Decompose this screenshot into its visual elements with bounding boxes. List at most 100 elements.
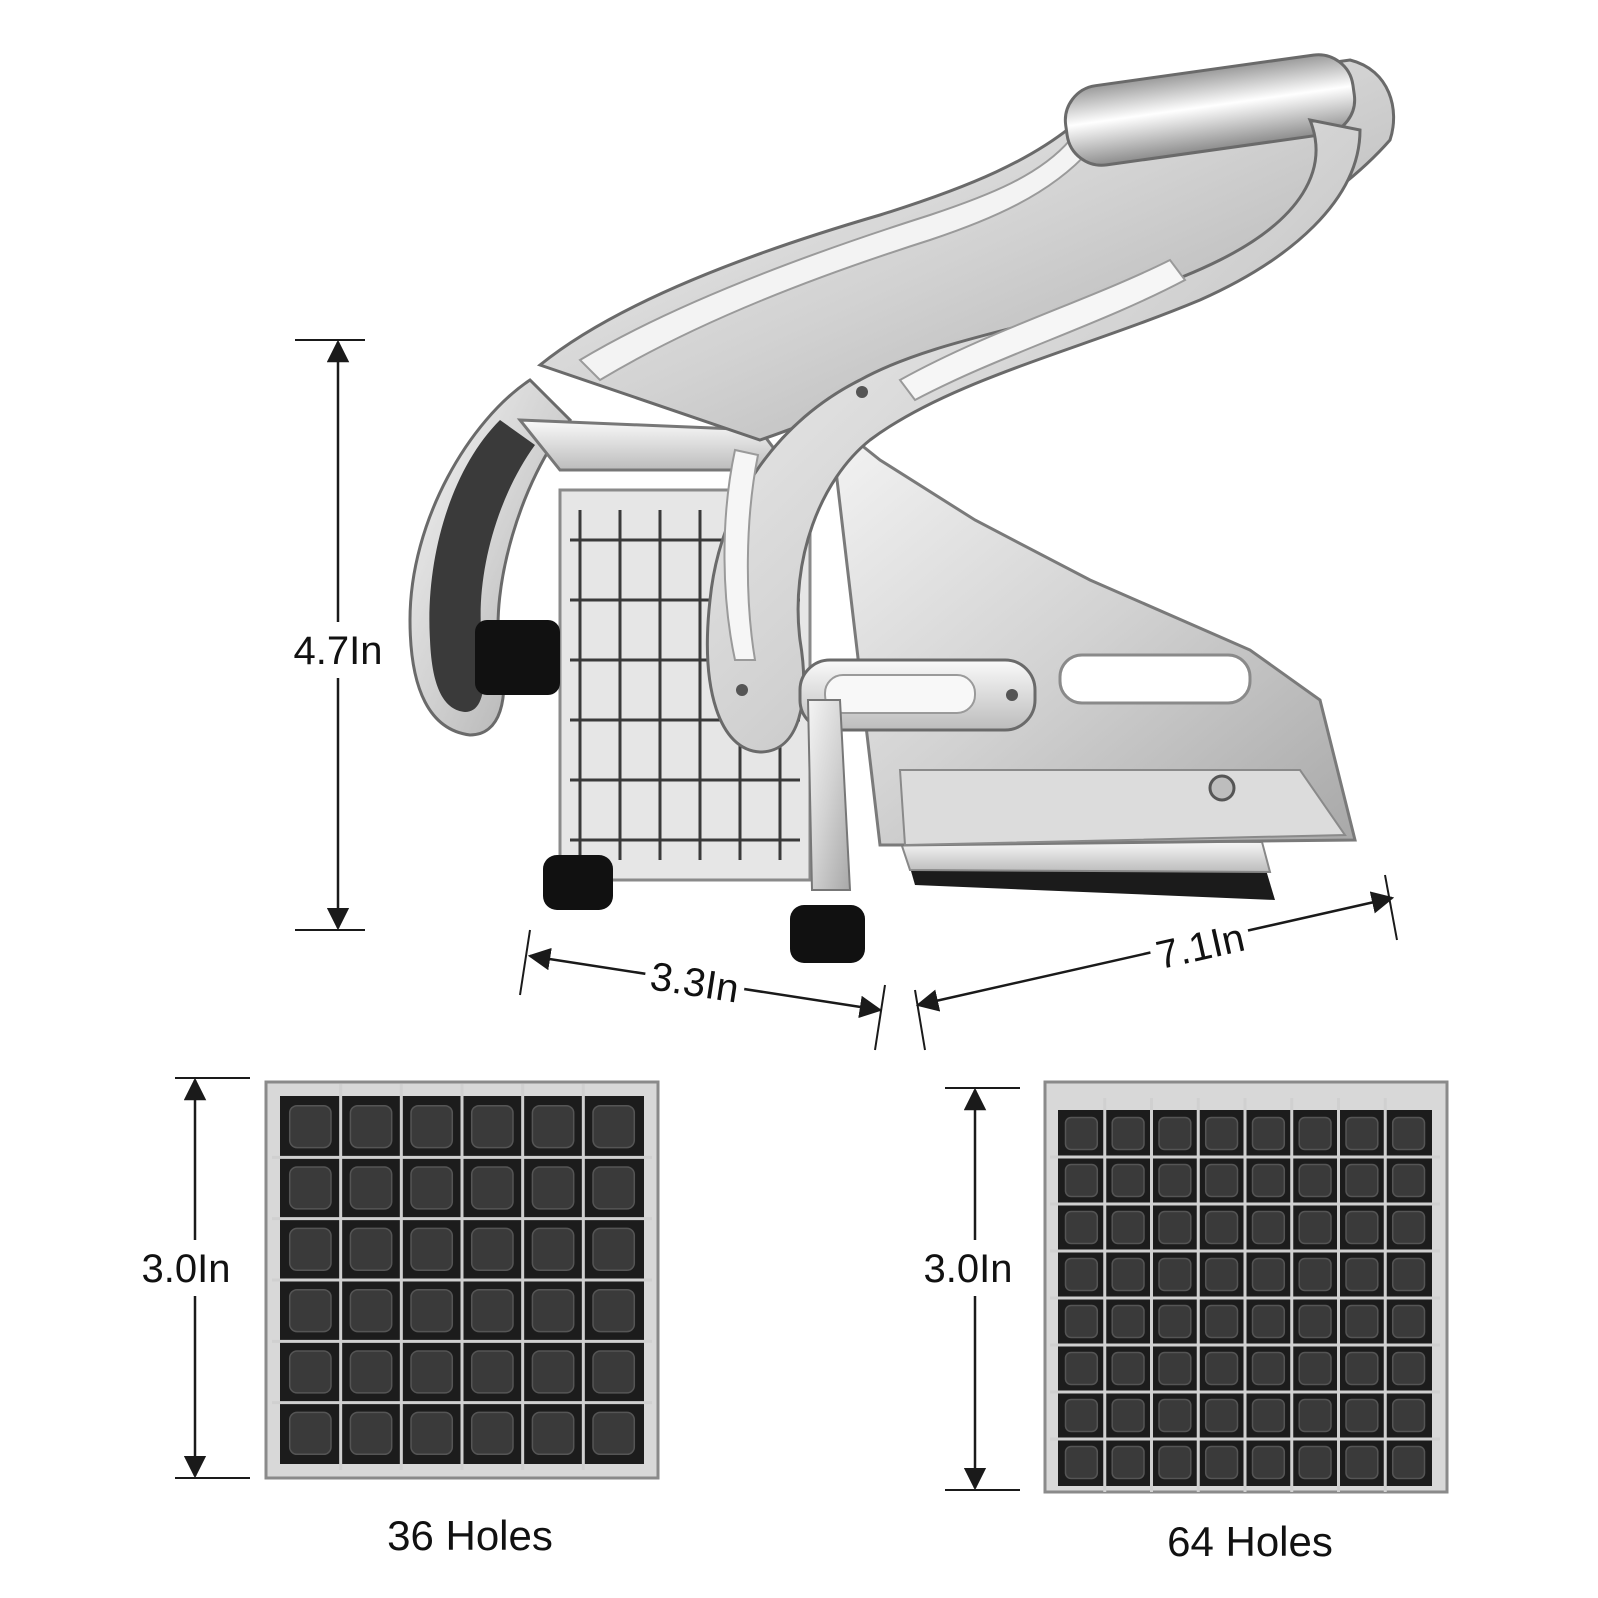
blade-64-cell — [1391, 1351, 1426, 1386]
blade-64-cell — [1251, 1445, 1286, 1480]
blade-64-cell — [1391, 1116, 1426, 1151]
blade-36-cell — [470, 1350, 514, 1394]
blade-64-cell — [1204, 1257, 1239, 1292]
blade-64-cell — [1345, 1210, 1379, 1245]
blade-64-cell — [1204, 1445, 1239, 1480]
blade-64-cell — [1064, 1257, 1099, 1292]
blade-36-cell — [349, 1411, 393, 1456]
blade-64-cell — [1111, 1398, 1145, 1433]
blade-36-cell — [288, 1104, 332, 1149]
blade-36-cell — [592, 1411, 636, 1456]
blade-64-cell — [1251, 1116, 1286, 1151]
blade-64-cell — [1204, 1163, 1239, 1198]
blade-64-cell — [1251, 1257, 1286, 1292]
blade-64-cell — [1391, 1257, 1426, 1292]
blade-64-cell — [1158, 1445, 1192, 1480]
blade-36-cell — [592, 1166, 636, 1210]
blade-64-cell — [1345, 1304, 1379, 1339]
blade-64-cell — [1298, 1257, 1332, 1292]
blade-64: 3.0In 64 Holes — [918, 1080, 1449, 1565]
blade-36-cell — [592, 1227, 636, 1272]
blade-36-cell — [410, 1350, 454, 1394]
blade-64-cell — [1064, 1351, 1099, 1386]
blade-64-cell — [1158, 1304, 1192, 1339]
blade-36-cell — [470, 1104, 514, 1149]
blade-36-cell — [349, 1288, 393, 1333]
blade-36-wires — [272, 1084, 652, 1470]
dim-length-tick-left — [914, 989, 926, 1051]
stopper-pad — [475, 620, 560, 695]
blade-64-cell — [1345, 1116, 1379, 1151]
blade-36-cell — [410, 1166, 454, 1210]
body-side-plate — [828, 416, 1357, 847]
blade-36-cell — [288, 1350, 332, 1394]
blade-36-cell — [531, 1104, 575, 1149]
pusher-link-groove — [824, 674, 976, 714]
dim-length-tick-right — [1384, 874, 1398, 941]
blade-64-cell — [1111, 1210, 1145, 1245]
dimension-length: 7.1In — [914, 874, 1398, 1051]
blade-36-cell — [288, 1227, 332, 1272]
left-grip — [429, 420, 535, 712]
blade-64-cell — [1158, 1351, 1192, 1386]
blade-64-cell — [1345, 1445, 1379, 1480]
blade-64-cell — [1064, 1304, 1099, 1339]
blade-64-cell — [1064, 1163, 1099, 1198]
dimension-height: 4.7In — [292, 339, 388, 931]
blade-64-cell — [1204, 1398, 1239, 1433]
blade-36-cell — [531, 1288, 575, 1333]
blade-64-cell — [1298, 1116, 1332, 1151]
dim-depth-tick-left — [519, 929, 531, 996]
blade-64-cell — [1064, 1445, 1099, 1480]
blade-64-cell — [1391, 1445, 1426, 1480]
blade-36-cell — [349, 1166, 393, 1210]
blade-36-cell — [470, 1227, 514, 1272]
fry-cutter-illustration — [408, 53, 1396, 963]
blade-36-cell — [410, 1411, 454, 1456]
blade-64-cell — [1111, 1351, 1145, 1386]
blade-36-cells — [288, 1104, 636, 1456]
blade-64-cell — [1158, 1116, 1192, 1151]
blade-64-cell — [1298, 1398, 1332, 1433]
blade-36-cell — [288, 1288, 332, 1333]
dim-height-label: 4.7In — [294, 629, 383, 673]
blade-64-dim-label: 3.0In — [924, 1247, 1013, 1291]
blade-36-cell — [592, 1104, 636, 1149]
blade-36-cell — [410, 1288, 454, 1333]
blade-64-cell — [1204, 1304, 1239, 1339]
front-link-groove — [898, 258, 1187, 402]
blade-36-dim-label: 3.0In — [142, 1247, 231, 1291]
blade-64-cell — [1298, 1351, 1332, 1386]
blade-36-cell — [592, 1288, 636, 1333]
blade-64-cell — [1391, 1398, 1426, 1433]
blade-36-caption: 36 Holes — [387, 1512, 553, 1559]
blade-64-cell — [1251, 1304, 1286, 1339]
blade-64-cell — [1158, 1257, 1192, 1292]
blade-64-cell — [1345, 1163, 1379, 1198]
blade-36-cell — [470, 1411, 514, 1456]
foot-rear — [543, 855, 613, 910]
blade-64-cell — [1298, 1210, 1332, 1245]
pivot-rivet-1 — [856, 386, 868, 398]
blade-64-cell — [1251, 1163, 1286, 1198]
blade-64-cell — [1064, 1116, 1099, 1151]
blade-64-cell — [1298, 1304, 1332, 1339]
side-rail — [898, 769, 1347, 847]
cross-bar — [1063, 53, 1357, 167]
foot-front — [790, 905, 865, 963]
blade-64-cell — [1204, 1351, 1239, 1386]
blade-64-cell — [1345, 1257, 1379, 1292]
blade-64-cell — [1204, 1210, 1239, 1245]
pivot-rivet-3 — [1006, 689, 1018, 701]
blade-64-cell — [1111, 1116, 1145, 1151]
blade-64-cell — [1251, 1398, 1286, 1433]
blade-64-cell — [1158, 1398, 1192, 1433]
dim-length-label: 7.1In — [1152, 916, 1248, 978]
dimension-depth: 3.3In — [519, 929, 886, 1051]
blade-36-cell — [349, 1227, 393, 1272]
blade-64-cell — [1158, 1163, 1192, 1198]
blade-36-cell — [470, 1166, 514, 1210]
front-support-leg — [806, 699, 852, 891]
blade-36: 3.0In 36 Holes — [135, 1077, 660, 1559]
